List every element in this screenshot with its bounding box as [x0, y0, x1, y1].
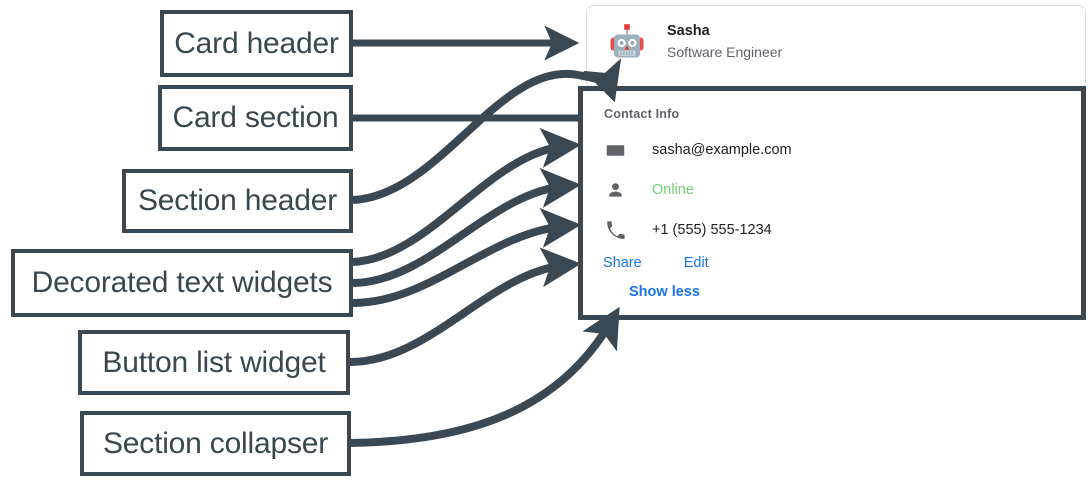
edit-button[interactable]: Edit: [683, 255, 709, 271]
button-list-widget: Share Edit: [603, 255, 1063, 271]
arrow-section-header: [352, 58, 622, 204]
robot-avatar-icon: [605, 20, 649, 64]
share-button[interactable]: Share: [603, 255, 642, 271]
annotation-decorated-text: Decorated text widgets: [11, 249, 353, 317]
annotation-section-collapser-label: Section collapser: [102, 426, 329, 460]
annotation-decorated-text-label: Decorated text widgets: [31, 266, 333, 299]
decorated-text-status: Online: [652, 182, 694, 198]
card-header-text: Sasha Software Engineer: [667, 21, 782, 62]
decorated-text-row-email: sasha@example.com: [601, 135, 1063, 165]
show-less-button[interactable]: Show less: [629, 284, 700, 300]
arrow-decorated-text-phone: [352, 208, 582, 307]
arrow-button-list: [349, 247, 582, 366]
annotation-section-header: Section header: [122, 169, 353, 233]
annotation-section-header-label: Section header: [137, 184, 337, 217]
phone-icon: [604, 219, 626, 241]
decorated-text-row-status: Online: [601, 175, 1063, 205]
section-header: Contact Info: [604, 107, 680, 121]
card-header: Sasha Software Engineer: [587, 6, 1085, 78]
card-section-content: Contact Info sasha@example.com: [583, 91, 1081, 311]
decorated-text-phone: +1 (555) 555-1234: [652, 222, 772, 238]
person-icon: [604, 179, 626, 201]
annotation-card-section-label: Card section: [172, 101, 339, 134]
arrow-decorated-text-status: [352, 168, 582, 287]
email-icon: [604, 139, 626, 161]
arrow-section-collapser: [350, 306, 620, 447]
profile-card: Sasha Software Engineer: [586, 5, 1086, 89]
card-header-subtitle: Software Engineer: [667, 44, 783, 61]
decorated-text-email: sasha@example.com: [652, 142, 792, 158]
card-section: Contact Info sasha@example.com: [578, 86, 1086, 320]
annotation-card-header: Card header: [160, 10, 353, 77]
decorated-text-row-phone: +1 (555) 555-1234: [601, 215, 1063, 245]
annotation-card-section: Card section: [158, 85, 353, 151]
annotation-card-header-label: Card header: [174, 26, 339, 60]
annotation-section-collapser: Section collapser: [80, 411, 351, 476]
annotation-button-list-label: Button list widget: [102, 345, 326, 379]
annotation-button-list: Button list widget: [78, 330, 350, 395]
card-header-title: Sasha: [667, 23, 710, 40]
arrow-decorated-text-email: [352, 128, 582, 266]
section-collapser: Show less: [629, 283, 1063, 301]
